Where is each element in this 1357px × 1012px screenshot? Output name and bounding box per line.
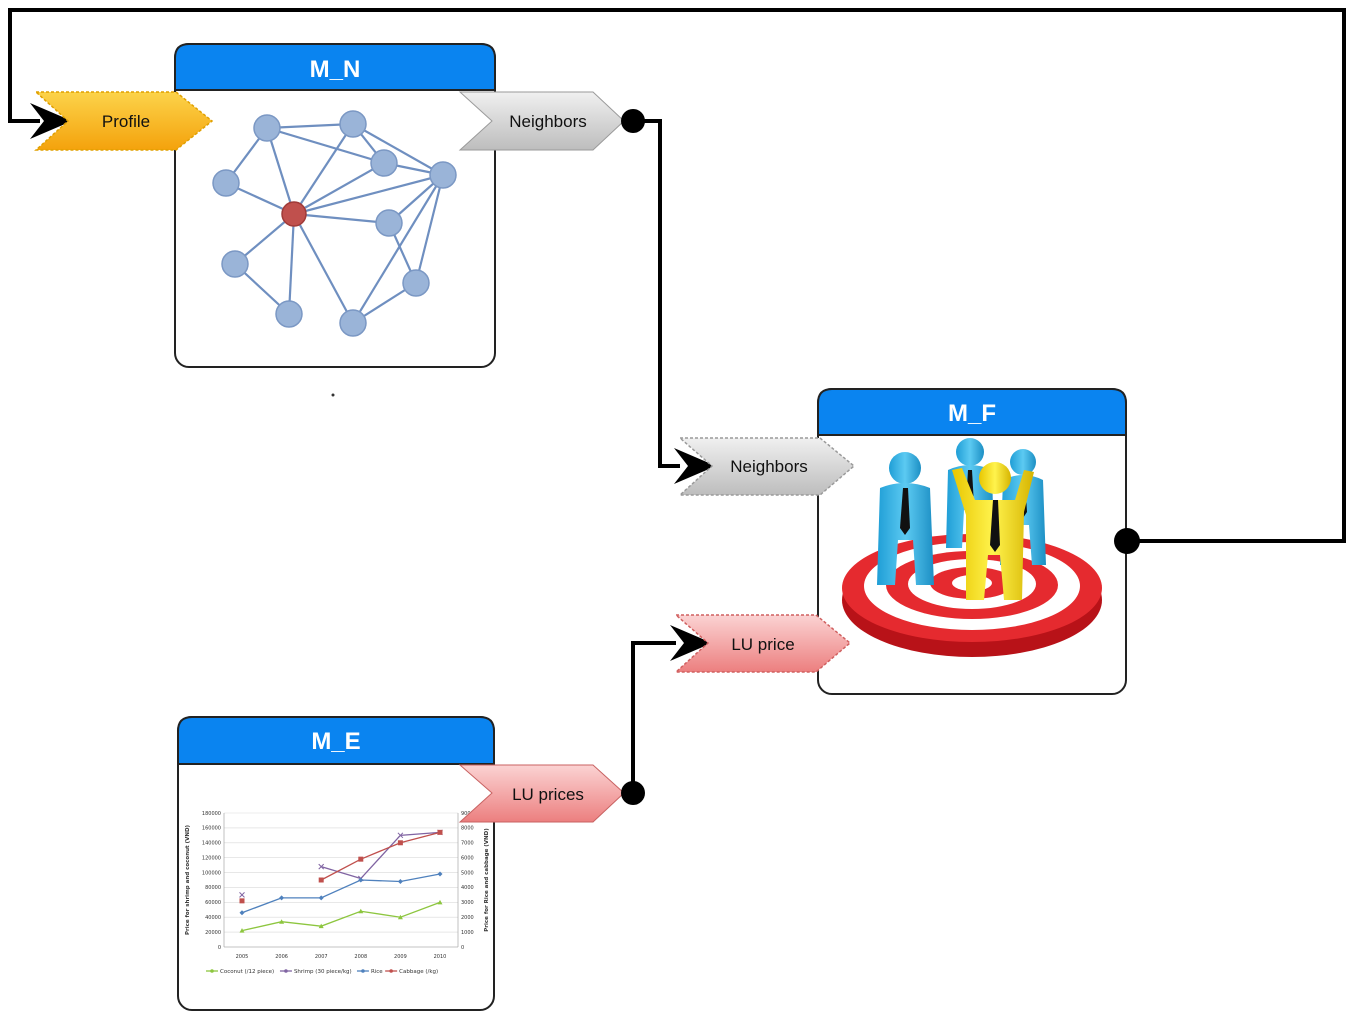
x-tick-label: 2006: [275, 954, 288, 960]
data-point: [397, 832, 404, 839]
neighbors-connector: [633, 119, 716, 484]
port-profile[interactable]: Profile: [34, 91, 214, 151]
data-point: [279, 895, 285, 901]
data-point: [318, 895, 324, 901]
module-frame: [174, 43, 496, 368]
business-people-on-target-icon: [842, 438, 1102, 657]
data-point: [437, 829, 443, 835]
data-point: [239, 898, 245, 904]
x-tick-label: 2007: [315, 954, 328, 960]
y-right-tick-label: 5000: [461, 870, 474, 876]
legend-marker: [361, 969, 365, 973]
module-header: [174, 43, 496, 91]
y-right-tick-label: 2000: [461, 915, 474, 921]
module-m-e[interactable]: M_E 020000400006000080000100000120000140…: [177, 716, 495, 1011]
module-title: M_F: [948, 400, 996, 427]
data-point: [318, 877, 324, 883]
data-point: [397, 840, 403, 846]
y-left-tick-label: 140000: [202, 841, 221, 847]
y-right-tick-label: 8000: [461, 826, 474, 832]
series-line: [241, 873, 441, 914]
y-left-tick-label: 20000: [205, 930, 221, 936]
y-left-tick-label: 160000: [202, 826, 221, 832]
legend-marker: [284, 969, 288, 973]
data-point: [239, 892, 245, 898]
data-point: [397, 878, 403, 884]
y-right-tick-label: 1000: [461, 930, 474, 936]
y-left-tick-label: 60000: [205, 900, 221, 906]
port-neighbors-in[interactable]: Neighbors: [678, 437, 856, 496]
stray-dot: [331, 393, 335, 397]
y-left-axis-title: Price for shrimp and coconut (VND): [185, 824, 191, 935]
feedback-connector: [8, 8, 1346, 543]
legend-marker: [389, 969, 393, 973]
center-node: [281, 201, 307, 227]
y-right-tick-label: 4000: [461, 885, 474, 891]
price-line-chart: 0200004000060000800001000001200001400001…: [185, 811, 490, 975]
module-title: M_N: [310, 56, 361, 83]
port-label: LU price: [731, 635, 794, 654]
module-header: [177, 716, 495, 765]
data-point: [437, 899, 443, 905]
legend-entry: Cabbage (/kg): [399, 969, 438, 975]
x-tick-label: 2005: [236, 954, 249, 960]
data-point: [279, 919, 285, 924]
y-right-tick-label: 0: [461, 945, 464, 951]
y-left-tick-label: 40000: [205, 915, 221, 921]
port-label: Neighbors: [730, 457, 808, 476]
data-point: [358, 856, 364, 862]
y-left-tick-label: 180000: [202, 811, 221, 817]
data-point: [239, 928, 245, 933]
y-right-tick-label: 9000: [461, 811, 474, 817]
data-point: [318, 863, 325, 870]
series-line: [320, 831, 441, 881]
y-left-tick-label: 120000: [202, 855, 221, 861]
y-right-tick-label: 7000: [461, 841, 474, 847]
port-lu-prices-out[interactable]: LU prices: [458, 764, 625, 823]
port-label: Neighbors: [509, 112, 587, 131]
legend-entry: Coconut (/12 piece): [220, 969, 274, 975]
data-point: [358, 877, 364, 883]
m-f-output-connector-dot[interactable]: [1114, 528, 1140, 554]
port-neighbors-out[interactable]: Neighbors: [458, 91, 625, 151]
x-tick-label: 2008: [354, 954, 367, 960]
data-point: [318, 923, 324, 929]
module-header: [817, 388, 1127, 436]
module-m-n[interactable]: M_N: [174, 43, 496, 368]
series-line: [241, 901, 441, 932]
y-right-tick-label: 3000: [461, 900, 474, 906]
data-point: [358, 908, 364, 914]
neighbors-out-connector-dot[interactable]: [621, 109, 645, 133]
series-line: [321, 831, 441, 880]
x-tick-label: 2009: [394, 954, 407, 960]
lu-prices-connector-dot[interactable]: [621, 781, 645, 805]
y-left-tick-label: 80000: [205, 885, 221, 891]
legend-entry: Rice: [371, 969, 383, 975]
port-label: LU prices: [512, 785, 584, 804]
module-m-f[interactable]: M_F: [817, 388, 1127, 695]
x-tick-label: 2010: [434, 954, 447, 960]
y-right-axis-title: Price for Rice and cabbage (VND): [484, 828, 490, 932]
port-lu-price-in[interactable]: LU price: [674, 614, 852, 673]
network-nodes: [212, 110, 457, 337]
price-connector: [631, 625, 712, 793]
data-point: [437, 871, 443, 877]
y-right-tick-label: 6000: [461, 855, 474, 861]
data-point: [239, 910, 245, 916]
data-point: [397, 914, 403, 920]
y-left-tick-label: 100000: [202, 870, 221, 876]
module-title: M_E: [311, 728, 360, 755]
y-left-tick-label: 0: [218, 945, 221, 951]
legend-marker: [210, 969, 214, 973]
port-label: Profile: [102, 112, 150, 131]
legend-entry: Shrimp (30 piece/kg): [294, 969, 352, 975]
